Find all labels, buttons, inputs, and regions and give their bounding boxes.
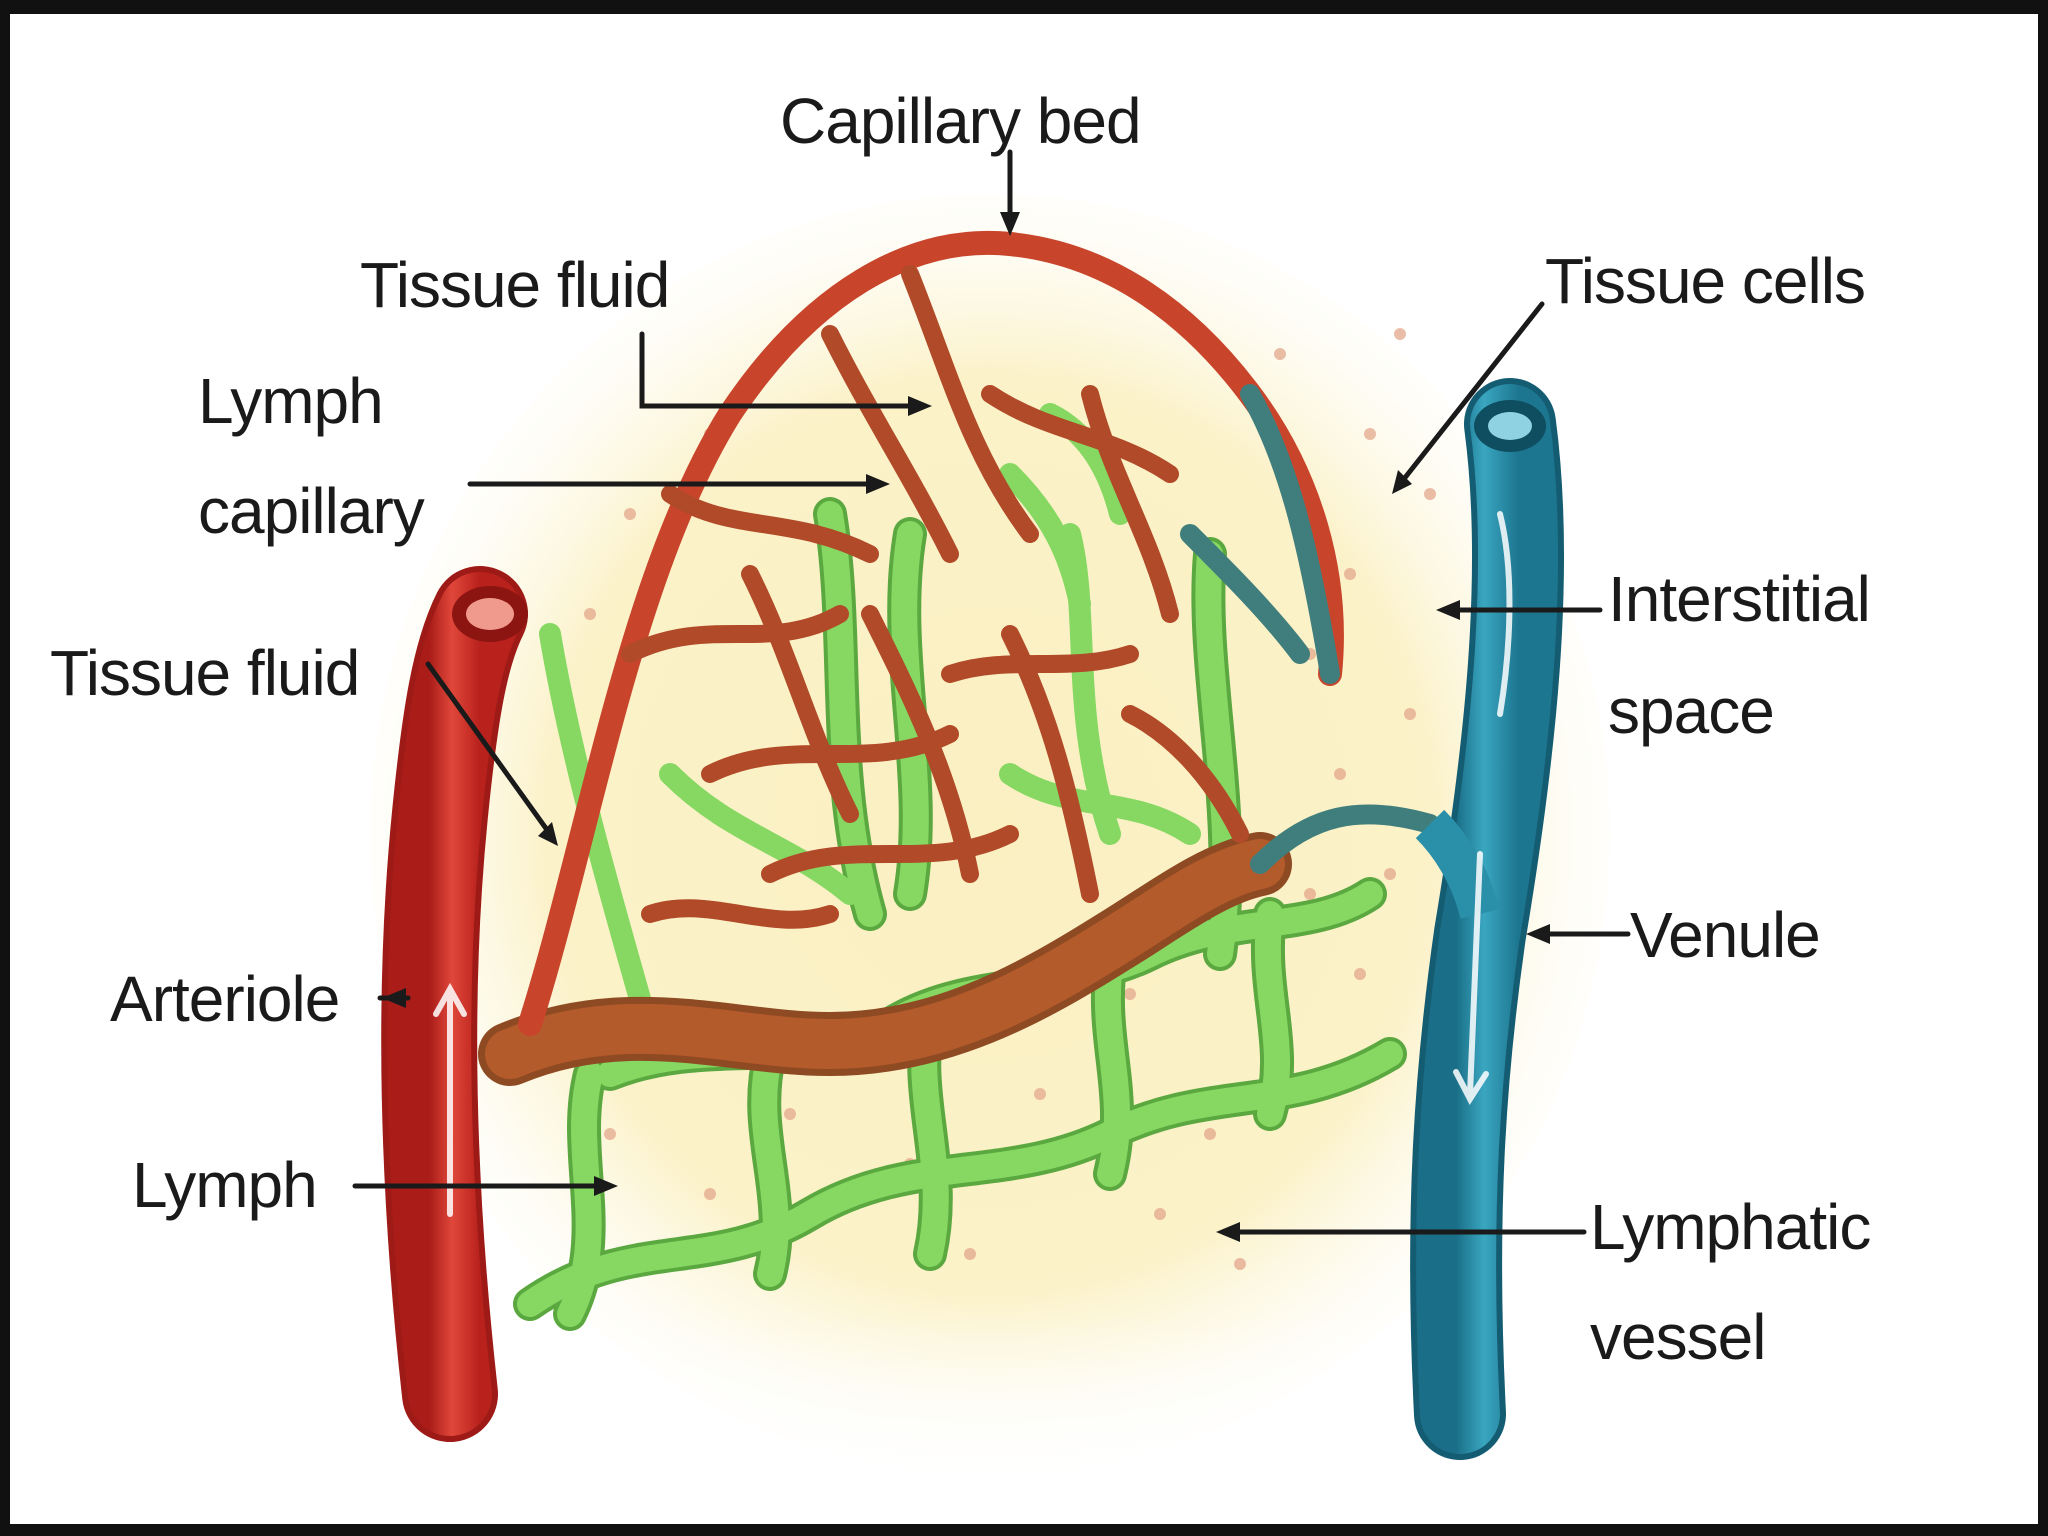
label-tissue-fluid-top: Tissue fluid (360, 249, 670, 321)
label-venule: Venule (1630, 899, 1821, 971)
arteriole-vessel (381, 566, 528, 1442)
label-tissue-fluid-left: Tissue fluid (50, 637, 360, 709)
label-capillary-bed: Capillary bed (780, 85, 1142, 157)
label-lymph-capillary-line1: Lymph (198, 365, 384, 437)
label-interstitial-space-line2: space (1608, 675, 1775, 747)
leader-lines (352, 149, 1631, 1235)
lymphatic-system-illustration (310, 149, 1710, 1524)
label-arteriole: Arteriole (110, 963, 340, 1035)
diagram-stage: Capillary bed Tissue fluid Tissue cells … (10, 14, 2038, 1524)
tissue-cells (564, 328, 1436, 1270)
leader-arrowheads (382, 212, 1550, 1242)
label-interstitial-space-line1: Interstitial (1608, 563, 1871, 635)
label-lymph-capillary-line2: capillary (198, 475, 425, 547)
venule-vessel (1410, 378, 1565, 1460)
capillary-bed (478, 231, 1440, 1086)
leader-tissue-cells (1397, 301, 1545, 487)
leader-tissue-fluid-left (425, 661, 553, 837)
leader-tissue-fluid-top (639, 331, 923, 409)
label-lymph: Lymph (132, 1149, 318, 1221)
label-tissue-cells: Tissue cells (1545, 245, 1866, 317)
label-lymphatic-vessel-line2: vessel (1590, 1301, 1766, 1373)
label-lymphatic-vessel-line1: Lymphatic (1590, 1191, 1871, 1263)
flow-arrows (433, 511, 1513, 1217)
